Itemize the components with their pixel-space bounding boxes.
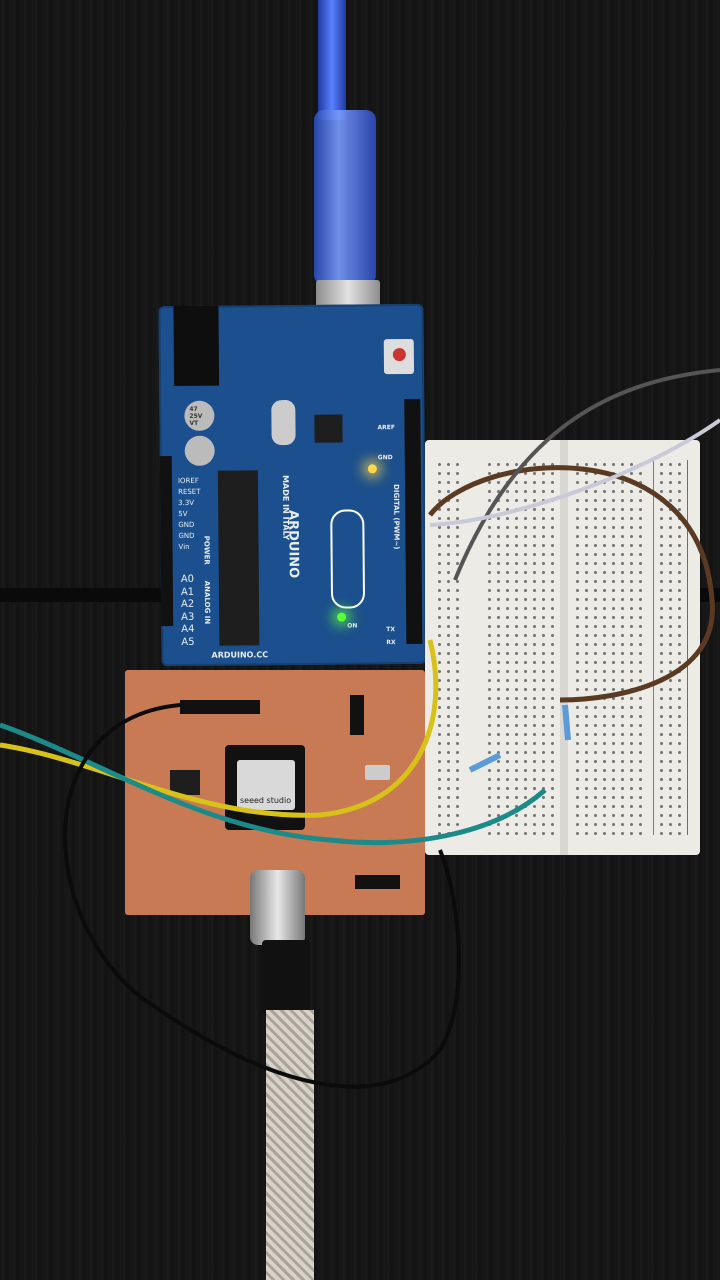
rail-line-red bbox=[687, 460, 688, 835]
pcb-button[interactable] bbox=[365, 765, 390, 780]
pin-header-top bbox=[180, 700, 260, 714]
usb-cable-strain-relief bbox=[314, 110, 376, 285]
pcb-component bbox=[170, 770, 200, 795]
terminal-strip-right bbox=[573, 460, 645, 835]
wire-black bbox=[63, 703, 461, 1089]
resistor bbox=[562, 704, 571, 741]
xiao-shield: seeed studio bbox=[237, 760, 295, 810]
pin-header-right bbox=[350, 695, 364, 735]
resistor bbox=[468, 752, 502, 773]
usb-cable bbox=[318, 0, 346, 120]
seeed-studio-label: seeed studio bbox=[240, 796, 292, 805]
usb-c-cable bbox=[266, 1010, 314, 1280]
wire-gray bbox=[453, 368, 720, 581]
usb-c-connector bbox=[250, 870, 305, 945]
usb-c-cable-strain-relief bbox=[262, 940, 310, 1015]
terminal-strip-left bbox=[485, 460, 557, 835]
wire-white bbox=[429, 418, 720, 527]
wire-teal bbox=[0, 722, 547, 846]
center-channel bbox=[560, 440, 568, 855]
pin-header-bottom bbox=[355, 875, 400, 889]
wire-brown bbox=[428, 465, 715, 703]
rail-line-blue bbox=[653, 460, 654, 835]
wire-yellow bbox=[0, 639, 439, 818]
